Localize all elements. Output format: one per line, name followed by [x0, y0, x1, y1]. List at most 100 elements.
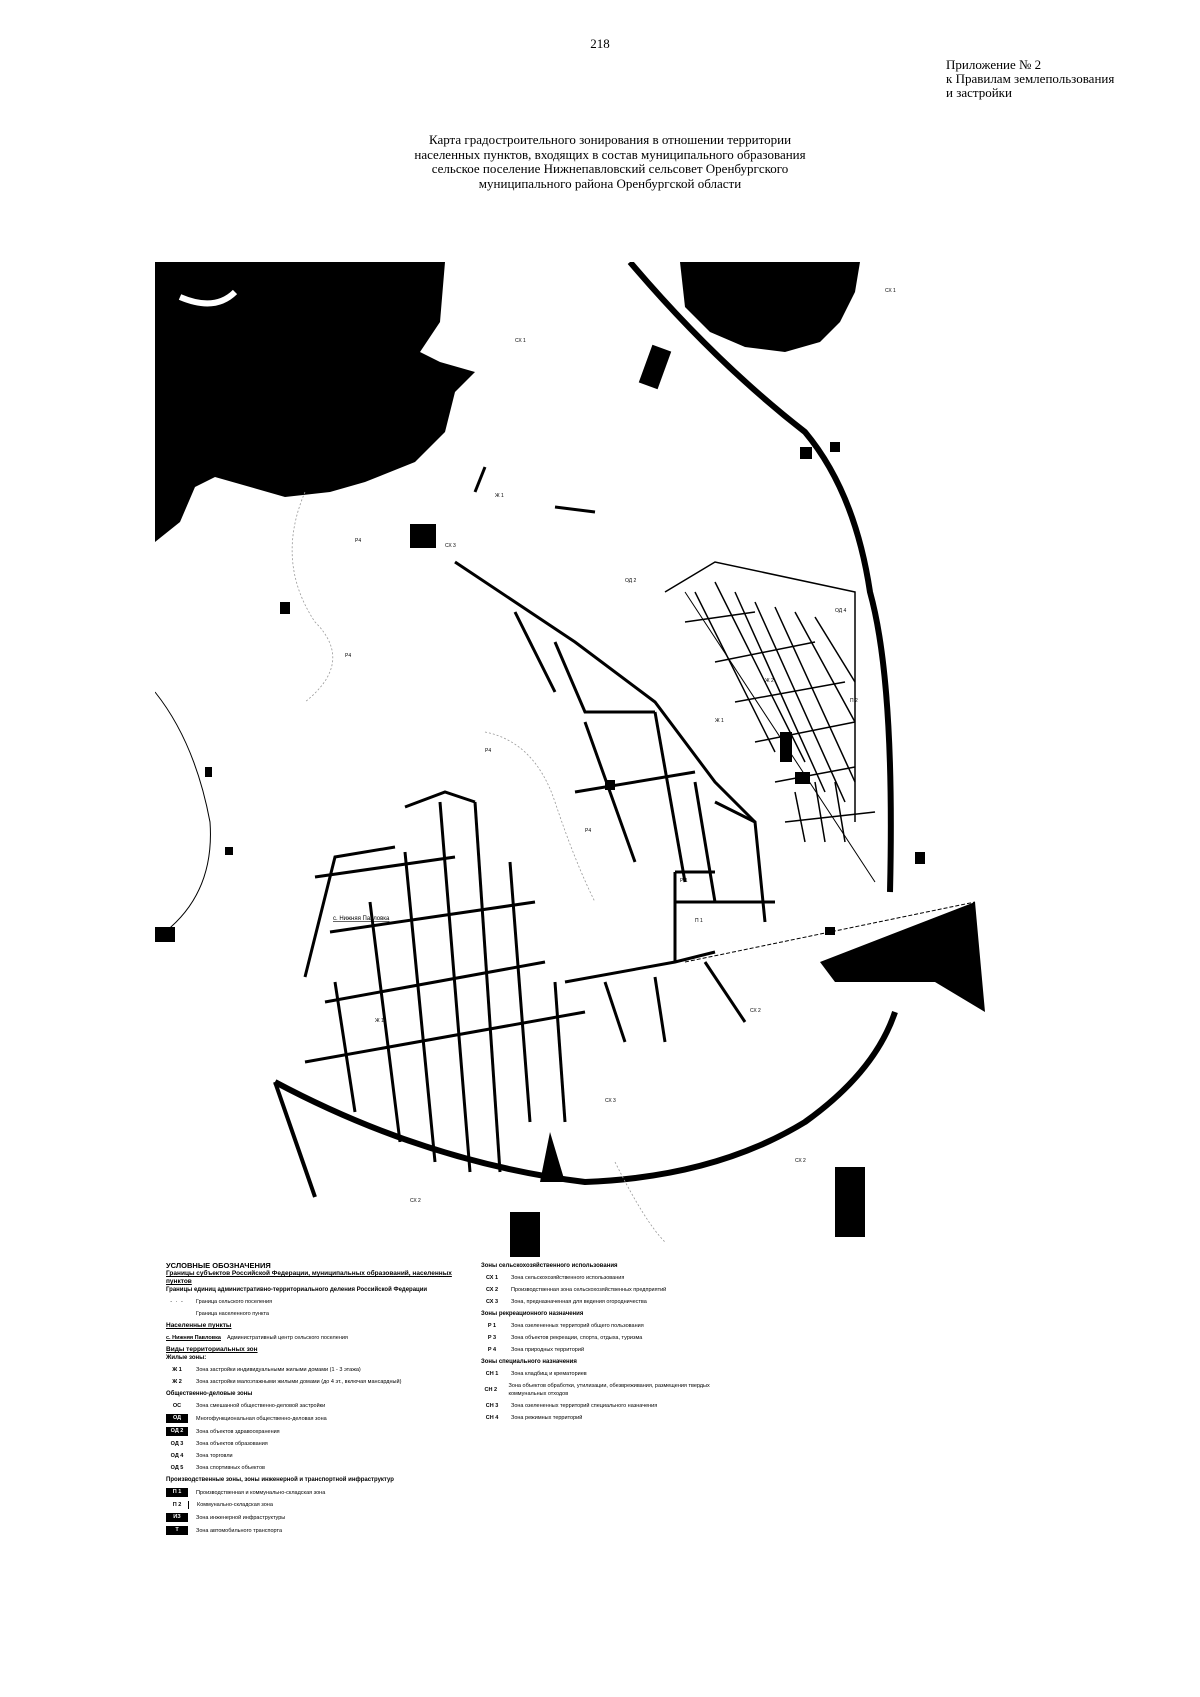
legend-text: Коммунально-складская зона [197, 1502, 273, 1508]
parcel [800, 447, 812, 459]
legend-text: Многофункциональная общественно-деловая … [196, 1415, 327, 1422]
legend-text: Зона застройки индивидуальными жилыми до… [196, 1367, 361, 1373]
legend-row: ОС Зона смешанной общественно-деловой за… [166, 1402, 456, 1410]
legend-row: с. Нижняя Павловка Административный цент… [166, 1334, 456, 1342]
rural-road-west [155, 691, 211, 933]
zone-label: СХ 2 [795, 1158, 806, 1164]
legend-settlements-title: Населенные пункты [166, 1322, 232, 1329]
parcel [835, 1167, 865, 1237]
legend-residential-title: Жилые зоны: [166, 1355, 207, 1361]
eastern-wedge [820, 902, 985, 1012]
zone-code: Ж 2 [172, 1379, 182, 1385]
legend-header: УСЛОВНЫЕ ОБОЗНАЧЕНИЯ [166, 1261, 271, 1270]
zone-label: Ж 1 [375, 1018, 384, 1024]
settlement-name: с. Нижняя Павловка [166, 1335, 221, 1341]
zone-code: СХ 1 [485, 1275, 499, 1281]
legend-text: Зона озелененных территорий общего польз… [511, 1323, 644, 1329]
zone-code: ИЗ [166, 1513, 188, 1522]
zone-label: Ж 1 [495, 493, 504, 499]
zone-label: Р4 [355, 538, 361, 544]
parcel [795, 772, 810, 784]
lake-northwest [155, 262, 475, 542]
zone-label: Р4 [255, 483, 261, 489]
river-channel [178, 289, 238, 307]
zone-code: ОД 3 [170, 1441, 184, 1447]
legend-row: СХ 1 Зона сельскохозяйственного использо… [481, 1274, 741, 1282]
zone-code: ОД 4 [170, 1453, 184, 1459]
street-grid-south [303, 790, 586, 1173]
parcel [155, 927, 175, 942]
parcel [830, 442, 840, 452]
legend-text: Зона смешанной общественно-деловой застр… [196, 1403, 326, 1409]
road-west-spur [273, 1081, 317, 1198]
zone-label: Р4 [345, 653, 351, 659]
zone-label: П 2 [850, 698, 858, 704]
rural-border-symbol: - · - [170, 1299, 184, 1305]
legend-right: Зоны сельскохозяйственного использования… [481, 1262, 741, 1426]
parcel [280, 602, 290, 614]
street-grid-northeast [664, 561, 876, 843]
legend-row: ОД Многофункциональная общественно-делов… [166, 1414, 456, 1423]
relief-contour [291, 491, 334, 703]
zone-code: ОД 5 [170, 1465, 184, 1471]
legend-text: Зона природных территорий [511, 1347, 585, 1353]
legend-row: ОД 5 Зона спортивных объектов [166, 1464, 456, 1472]
legend-row: ОД 3 Зона объектов образования [166, 1440, 456, 1448]
zoning-map[interactable]: СХ 1 СХ 1 Р4 Р4 Р4 Р4 Р4 Ж 1 Ж 1 Ж 1 СХ … [155, 262, 1035, 1262]
legend-public-title: Общественно-деловые зоны [166, 1391, 253, 1397]
title-line: населенных пунктов, входящих в состав му… [414, 146, 806, 162]
zone-code: Р 1 [487, 1323, 497, 1329]
legend-text: Зона застройки малоэтажными жилыми домам… [196, 1379, 402, 1385]
parcel [410, 524, 436, 548]
zone-label: СХ 2 [410, 1198, 421, 1204]
legend-text: Зона инженерной инфраструктуры [196, 1514, 286, 1521]
legend-borders-title: Границы субъектов Российской Федерации, … [166, 1270, 452, 1285]
parcel [915, 852, 925, 864]
legend-special-title: Зоны специального назначения [481, 1359, 577, 1365]
zone-label: СХ 2 [750, 1008, 761, 1014]
legend-text: Зона автомобильного транспорта [196, 1527, 283, 1534]
zone-label: ОД 2 [625, 578, 637, 584]
zone-code: Т [166, 1526, 188, 1535]
legend-zone-types-title: Виды территориальных зон [166, 1346, 258, 1353]
parcel [825, 927, 835, 935]
zone-code: СН 4 [485, 1415, 499, 1421]
zone-label: СХ 1 [515, 338, 526, 344]
zone-label: ОД 4 [835, 608, 847, 614]
zone-label: СХ 3 [605, 1098, 616, 1104]
legend-row: Ж 1 Зона застройки индивидуальными жилым… [166, 1366, 456, 1374]
legend-row: СН 1 Зона кладбищ и крематориев [481, 1370, 741, 1378]
settlement-label: с. Нижняя Павловка [333, 916, 390, 922]
legend-agri-title: Зоны сельскохозяйственного использования [481, 1263, 618, 1269]
legend-row: СН 3 Зона озелененных территорий специал… [481, 1402, 741, 1410]
legend-text: Зона режимных территорий [511, 1415, 583, 1421]
zone-label: П 1 [695, 918, 703, 924]
zone-code: П 2 [166, 1501, 189, 1509]
zone-code: П 1 [166, 1488, 188, 1497]
legend-text: Производственная зона сельскохозяйственн… [511, 1287, 667, 1293]
legend-row: СХ 2 Производственная зона сельскохозяйс… [481, 1286, 741, 1294]
legend-text: Зона торговли [196, 1453, 233, 1459]
zone-label: Р4 [585, 828, 591, 834]
legend-row: СН 4 Зона режимных территорий [481, 1414, 741, 1422]
legend-recreation-title: Зоны рекреационного назначения [481, 1311, 584, 1317]
parcel [225, 847, 233, 855]
relief-contour [484, 731, 596, 903]
zone-code: Р 3 [487, 1335, 497, 1341]
parcel [205, 767, 212, 777]
parcel [510, 1212, 540, 1257]
zone-code: СХ 3 [485, 1299, 499, 1305]
legend-row: СХ 3 Зона, предназначенная для ведения о… [481, 1298, 741, 1306]
legend-row: П 2 Коммунально-складская зона [166, 1501, 456, 1509]
zone-label: Р4 [485, 748, 491, 754]
title-line: муниципального района Оренбургской облас… [478, 175, 742, 191]
legend-row: ОД 4 Зона торговли [166, 1452, 456, 1460]
zone-code: Р 4 [487, 1347, 497, 1353]
street-grid-central [454, 466, 775, 1123]
legend-text: Зона объектов обработки, утилизации, обе… [508, 1383, 710, 1397]
legend-row: ОД 2 Зона объектов здравоохранения [166, 1427, 456, 1436]
legend-row: П 1 Производственная и коммунально-склад… [166, 1488, 456, 1497]
lake-northeast [680, 262, 860, 352]
zone-label: Р 1 [680, 878, 688, 884]
legend-row: Р 4 Зона природных территорий [481, 1346, 741, 1354]
